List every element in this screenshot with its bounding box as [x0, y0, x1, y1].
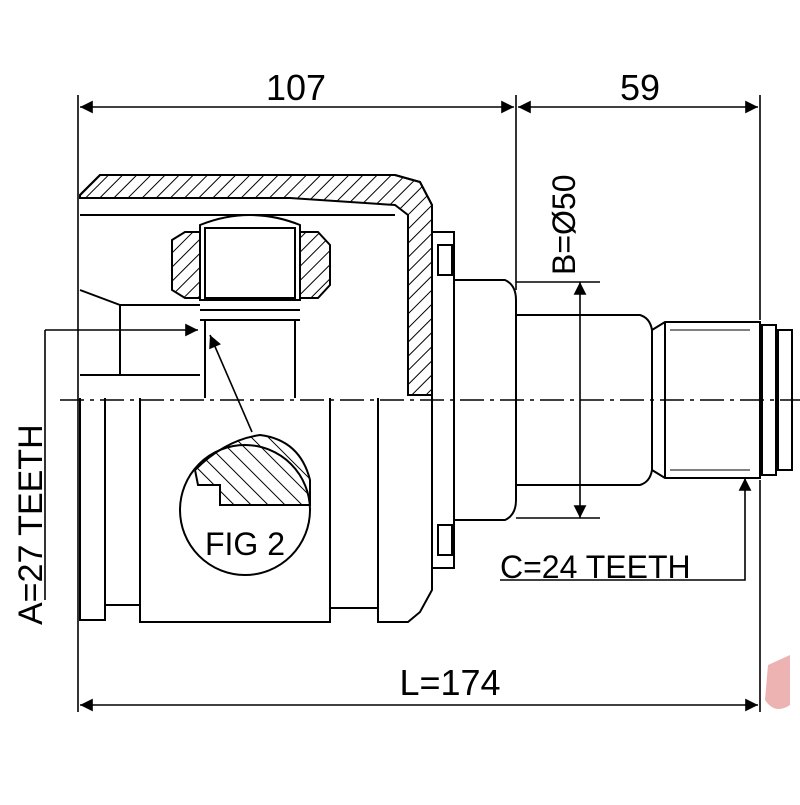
watermark-logo: [765, 655, 790, 709]
dim-label-c: C=24 TEETH: [500, 549, 691, 585]
dim-label-107: 107: [266, 67, 326, 108]
dim-label-l: L=174: [399, 662, 500, 703]
fig-label: FIG 2: [205, 526, 285, 562]
fig2-detail: [179, 334, 311, 576]
dim-label-b: B=Ø50: [546, 174, 582, 275]
leader-c: [500, 477, 752, 581]
dimension-lines: [44, 100, 758, 712]
extension-lines: [77, 95, 761, 712]
dim-label-59: 59: [620, 67, 660, 108]
dim-label-a: A=27 TEETH: [12, 424, 50, 625]
